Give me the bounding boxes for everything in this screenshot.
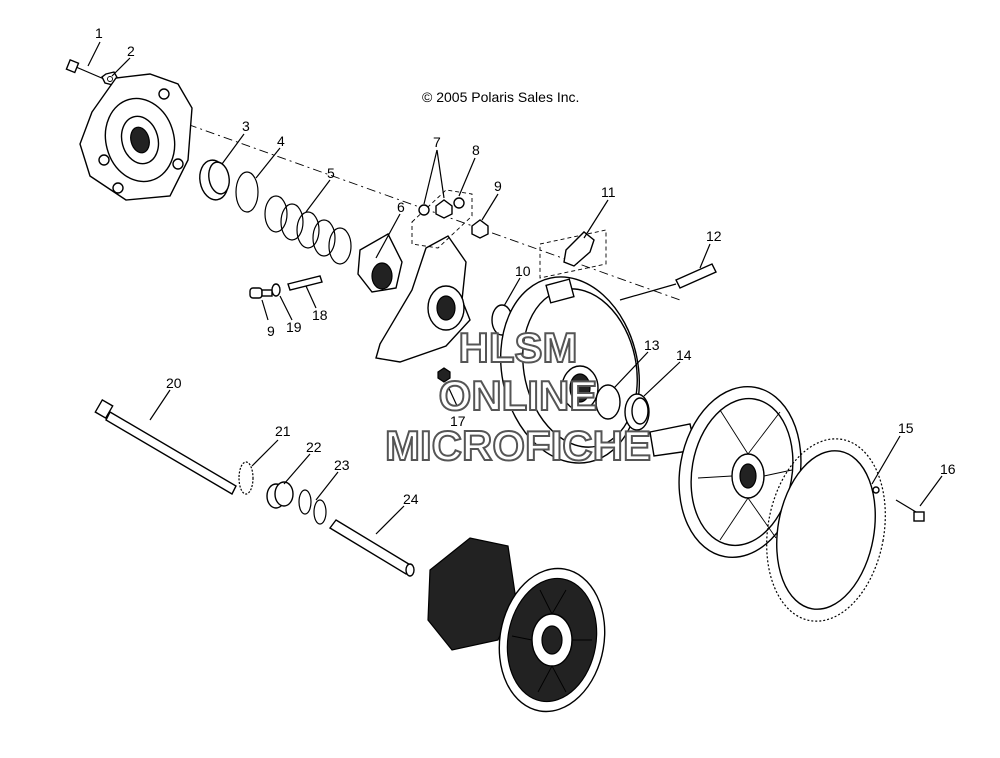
part-16-bolt [895,499,925,522]
callout-24: 24 [403,491,419,507]
part-3-bushing [199,159,230,201]
part-13-ring [595,384,621,420]
callout-21: 21 [275,423,291,439]
part-17-nut [437,367,451,383]
spider-arm [375,235,471,363]
callout-8: 8 [472,142,480,158]
callout-11: 11 [601,184,616,200]
part-7-8-washers [411,189,473,249]
callout-14: 14 [676,347,692,363]
callout-18: 18 [312,307,328,323]
callout-16: 16 [940,461,956,477]
callout-12: 12 [706,228,722,244]
copyright-notice: © 2005 Polaris Sales Inc. [422,89,579,105]
callout-2: 2 [127,43,135,59]
fixed-sheave [649,385,802,559]
part-5-spring [264,195,352,265]
watermark: HLSM ONLINE MICROFICHE [384,323,652,470]
callout-22: 22 [306,439,322,455]
part-18-pin [287,275,323,291]
callout-17: 17 [450,413,466,429]
part-9-lower-bolt [249,287,273,299]
callout-15: 15 [898,420,914,436]
callout-4: 4 [277,133,285,149]
part-12-pin [619,263,717,301]
cover-plate [79,73,193,201]
callout-13: 13 [644,337,660,353]
part-20-long-bolt [94,398,237,495]
watermark-line-3: MICROFICHE [385,422,651,469]
callout-6: 6 [397,199,405,215]
callout-1: 1 [95,25,103,41]
part-24-pin [328,519,415,577]
part-19-washer [271,283,281,297]
part-21-washer [238,461,254,495]
part-6-roller-housing [357,233,403,293]
callout-20: 20 [166,375,182,391]
callout-10: 10 [515,263,531,279]
part-11-clip [539,229,607,279]
callout-9-upper: 9 [494,178,502,194]
callout-9-lower: 9 [267,323,275,339]
part-9-upper-nut [471,219,489,239]
assembled-clutch [427,537,606,713]
part-4-snap-ring [235,171,259,213]
callout-7: 7 [433,134,441,150]
callout-5: 5 [327,165,335,181]
part-14-ring [624,393,650,431]
part-22-bushing [266,481,294,509]
callout-19: 19 [286,319,302,335]
part-15-ring-gear [766,438,886,622]
leader-lines [87,41,943,535]
callout-23: 23 [334,457,350,473]
part-23-o-rings [298,489,327,525]
watermark-line-1: HLSM [459,324,578,371]
callout-3: 3 [242,118,250,134]
callout-labels: 1 2 3 4 5 6 7 8 9 9 10 11 12 13 14 15 16… [95,25,956,507]
part-1-bolt [65,58,105,80]
watermark-line-2: ONLINE [439,372,598,419]
